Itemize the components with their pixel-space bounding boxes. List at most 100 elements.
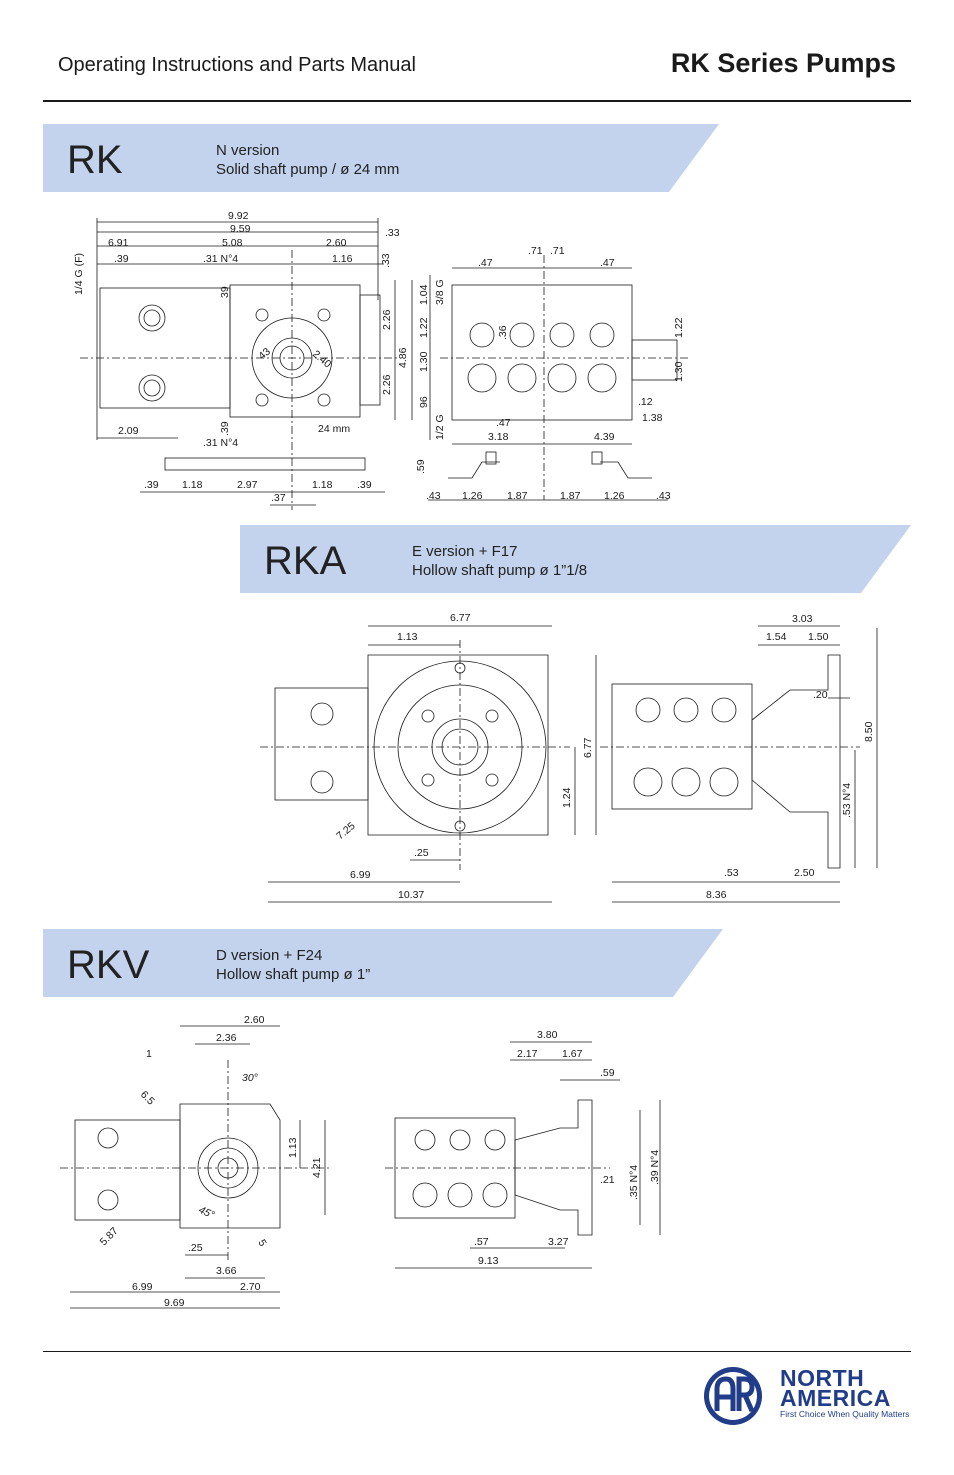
rka-dim: 3.03 xyxy=(792,613,813,625)
rka-dim: 1.50 xyxy=(808,631,829,643)
rk-dim: 1.18 xyxy=(182,479,203,491)
rka-dim: .53 xyxy=(724,867,739,879)
rkv-dim: 2.60 xyxy=(244,1014,265,1026)
rka-dim: 10.37 xyxy=(398,889,424,901)
rka-dim: 2.50 xyxy=(794,867,815,879)
rkv-dim: 5.87 xyxy=(98,1225,121,1248)
rkv-dim: 9.13 xyxy=(478,1255,499,1267)
rk-dim: .47 xyxy=(478,257,493,269)
rkv-dim: 45° xyxy=(197,1204,216,1222)
rk-dim: 39 xyxy=(219,286,231,298)
rk-dim: 1.22 xyxy=(673,317,685,338)
logo-tagline: First Choice When Quality Matters xyxy=(780,1409,910,1419)
rk-dim: .12 xyxy=(638,396,653,408)
rka-dim: 8.50 xyxy=(863,721,875,742)
rkv-technical-drawing: 2.60 2.36 1 30° 6.5 1.13 4.21 45° 5.87 .… xyxy=(60,1014,661,1309)
rk-dim: 1.18 xyxy=(312,479,333,491)
rk-dim: 1.16 xyxy=(332,253,353,265)
ar-logo-icon xyxy=(704,1367,762,1425)
rkv-dim: 3.27 xyxy=(548,1236,569,1248)
rka-dim: .53 N°4 xyxy=(841,783,853,818)
rka-dim: .20 xyxy=(813,689,828,701)
rk-dim: .36 xyxy=(497,325,509,340)
rkv-description: Hollow shaft pump ø 1” xyxy=(216,966,371,983)
rka-section-band: RKA E version + F17 Hollow shaft pump ø … xyxy=(240,525,911,593)
rkv-dim: .39 N°4 xyxy=(649,1150,661,1185)
rkv-version: D version + F24 xyxy=(216,947,323,964)
rk-dim: .39 xyxy=(114,253,129,265)
rkv-dim: 3.80 xyxy=(537,1029,558,1041)
rk-dim: .43 xyxy=(656,490,671,502)
rk-dim: 9.59 xyxy=(230,223,251,235)
rkv-dim: 2.17 xyxy=(517,1048,538,1060)
rkv-dim: 1 xyxy=(146,1048,152,1060)
rkv-section-band: RKV D version + F24 Hollow shaft pump ø … xyxy=(43,929,723,997)
rk-dim: 3/8 G xyxy=(434,279,446,305)
rka-dim: 1.54 xyxy=(766,631,787,643)
rk-dim: 24 mm xyxy=(318,423,350,435)
rk-dim: .59 xyxy=(415,459,427,474)
rkv-dim: .21 xyxy=(600,1174,615,1186)
logo-word-america: AMERICA xyxy=(780,1385,891,1411)
rk-dim: 1/4 G (F) xyxy=(73,253,85,295)
rk-dim: .39 xyxy=(357,479,372,491)
series-title: RK Series Pumps xyxy=(670,48,896,78)
rk-dim: .33 xyxy=(385,227,400,239)
rk-dim: 4.39 xyxy=(594,431,615,443)
rk-code: RK xyxy=(67,138,123,182)
rkv-dim: 5 xyxy=(255,1238,268,1249)
rk-dim: 1.30 xyxy=(418,351,430,372)
rk-dim: 3.18 xyxy=(488,431,509,443)
rkv-dim: 6.99 xyxy=(132,1281,153,1293)
manual-title: Operating Instructions and Parts Manual xyxy=(58,54,416,76)
rk-dim: 1.87 xyxy=(507,490,528,502)
rk-dim: 2.40 xyxy=(310,348,333,370)
rkv-dim: 1.13 xyxy=(287,1137,299,1158)
rka-dim: 6.77 xyxy=(450,612,471,624)
rk-dim: 1.22 xyxy=(418,317,430,338)
rk-dim: 2.60 xyxy=(326,237,347,249)
rk-dim: .39 xyxy=(144,479,159,491)
rk-dim: .71 xyxy=(528,245,543,257)
rk-dim: 1.26 xyxy=(604,490,625,502)
rk-description: Solid shaft pump / ø 24 mm xyxy=(216,161,400,178)
header-rule xyxy=(43,100,911,102)
rk-dim: .71 xyxy=(550,245,565,257)
rk-dim: 1/2 G xyxy=(434,414,446,440)
rk-dim: .33 xyxy=(380,253,392,268)
rk-dim: 2.26 xyxy=(381,309,393,330)
rka-technical-drawing: 6.77 1.13 6.77 1.24 7.25 .25 6.99 10.37 … xyxy=(260,612,878,903)
rkv-dim: 3.66 xyxy=(216,1265,237,1277)
rka-dim: 6.77 xyxy=(582,737,594,758)
rka-dim: 7.25 xyxy=(334,820,357,842)
rk-dim: 96 xyxy=(418,396,430,408)
rk-dim: 43 xyxy=(256,345,273,362)
rka-dim: 1.24 xyxy=(561,787,573,808)
rk-dim: 1.26 xyxy=(462,490,483,502)
rk-dim: 9.92 xyxy=(228,210,249,222)
rk-dim: 1.30 xyxy=(673,361,685,382)
rk-dim: .43 xyxy=(426,490,441,502)
rk-version: N version xyxy=(216,142,280,159)
rkv-dim: 9.69 xyxy=(164,1297,185,1309)
rk-dim: 4.86 xyxy=(397,347,409,368)
rk-dim: 6.91 xyxy=(108,237,129,249)
rk-dim: 1.04 xyxy=(418,284,430,305)
rkv-dim: 1.67 xyxy=(562,1048,583,1060)
rka-dim: 6.99 xyxy=(350,869,371,881)
rk-dim: 2.09 xyxy=(118,425,139,437)
rk-dim: .37 xyxy=(271,492,286,504)
rk-dim: .31 N°4 xyxy=(203,253,238,265)
rkv-dim: 30° xyxy=(242,1072,258,1084)
rkv-dim: 6.5 xyxy=(138,1089,157,1108)
rkv-dim: 2.36 xyxy=(216,1032,237,1044)
rkv-dim: .35 N°4 xyxy=(628,1165,640,1200)
rka-description: Hollow shaft pump ø 1”1/8 xyxy=(412,562,588,579)
rkv-dim: 4.21 xyxy=(311,1157,323,1178)
rk-dim: .47 xyxy=(600,257,615,269)
rka-version: E version + F17 xyxy=(412,543,518,560)
rkv-dim: .25 xyxy=(188,1242,203,1254)
rka-code: RKA xyxy=(264,539,347,583)
rka-dim: 8.36 xyxy=(706,889,727,901)
rk-dim: 2.26 xyxy=(381,374,393,395)
